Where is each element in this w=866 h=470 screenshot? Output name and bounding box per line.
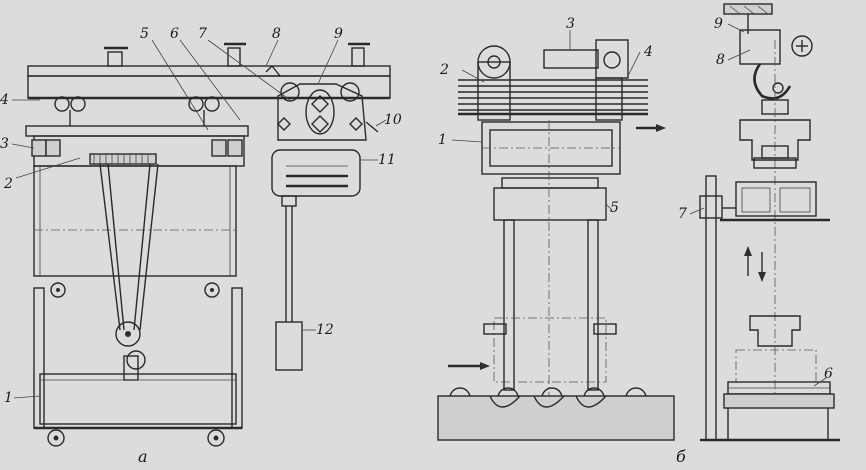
beam-bundle xyxy=(458,79,648,116)
trolley-wheel xyxy=(791,35,813,57)
callout-a-11: 11 xyxy=(378,152,396,168)
hoist-lever xyxy=(265,64,281,77)
sheave-pulley xyxy=(115,321,141,347)
callout-a-3: 3 xyxy=(0,136,9,152)
callout-a-2: 2 xyxy=(3,176,13,192)
clamp-upper xyxy=(739,119,811,161)
hook-pulley xyxy=(126,350,146,370)
figure-b-side: 9 8 7 6 б xyxy=(676,3,840,466)
callout-a-4: 4 xyxy=(0,92,9,108)
callout-b-3: 3 xyxy=(566,16,575,32)
post-carriage xyxy=(699,195,723,219)
rail-top-flange xyxy=(27,65,391,77)
caption-b: б xyxy=(676,447,686,466)
rail-rollers-left xyxy=(54,96,220,126)
vertical-arrows xyxy=(744,246,766,282)
electric-hoist xyxy=(265,64,379,371)
cage-corner-wheels xyxy=(50,282,220,298)
callout-b-5: 5 xyxy=(610,200,619,216)
callout-b-6: 6 xyxy=(824,366,833,382)
callout-b-7: 7 xyxy=(678,206,687,222)
bottom-wheels xyxy=(47,429,225,447)
figure-a: 4 3 2 5 6 7 8 9 10 11 12 1 а xyxy=(0,26,402,466)
callout-a-7: 7 xyxy=(198,26,207,42)
clamp-lower xyxy=(749,315,801,347)
caption-a: а xyxy=(138,447,148,466)
gear-rack xyxy=(89,153,157,165)
callout-b-9: 9 xyxy=(714,16,723,32)
lower-position-outline xyxy=(493,317,607,383)
callout-a-5: 5 xyxy=(140,26,149,42)
hoist-drum xyxy=(305,89,335,135)
flow-arrows xyxy=(448,124,666,370)
carriage-beam xyxy=(25,125,249,137)
guide-post xyxy=(705,175,717,441)
frame-post-left xyxy=(33,287,45,429)
trolley-head xyxy=(739,29,781,65)
pendant-weight xyxy=(275,321,303,371)
column-left xyxy=(503,219,515,391)
callout-b-4: 4 xyxy=(643,44,653,60)
hoist-housing xyxy=(277,83,367,141)
hook xyxy=(753,63,792,100)
callout-a-9: 9 xyxy=(334,26,343,42)
figure-b-front: 2 3 4 1 5 xyxy=(437,16,675,441)
rack-teeth xyxy=(93,154,149,164)
leader-lines-a xyxy=(11,39,387,399)
held-object xyxy=(735,181,817,217)
cage-upper xyxy=(33,165,237,277)
lifting-chains xyxy=(99,163,159,331)
callout-a-8: 8 xyxy=(272,26,281,42)
callout-b-1: 1 xyxy=(438,132,447,148)
callout-b-2: 2 xyxy=(439,62,449,78)
callout-a-6: 6 xyxy=(170,26,179,42)
ceiling-anchor xyxy=(104,42,370,67)
column-right xyxy=(587,219,599,391)
drive-motor xyxy=(543,49,599,69)
leader-lines-side xyxy=(689,23,827,387)
callout-a-10: 10 xyxy=(384,112,402,128)
lift-block xyxy=(493,187,607,221)
callout-a-12: 12 xyxy=(316,322,334,338)
frame-post-right xyxy=(231,287,243,429)
callout-a-1: 1 xyxy=(4,390,13,406)
pulley-bracket xyxy=(477,61,511,121)
gearbox xyxy=(595,39,629,79)
callout-b-8: 8 xyxy=(716,52,725,68)
leader-lines-b xyxy=(451,30,641,211)
control-box xyxy=(271,149,361,197)
bottom-tub xyxy=(39,373,237,425)
beam-wheels xyxy=(31,139,243,157)
